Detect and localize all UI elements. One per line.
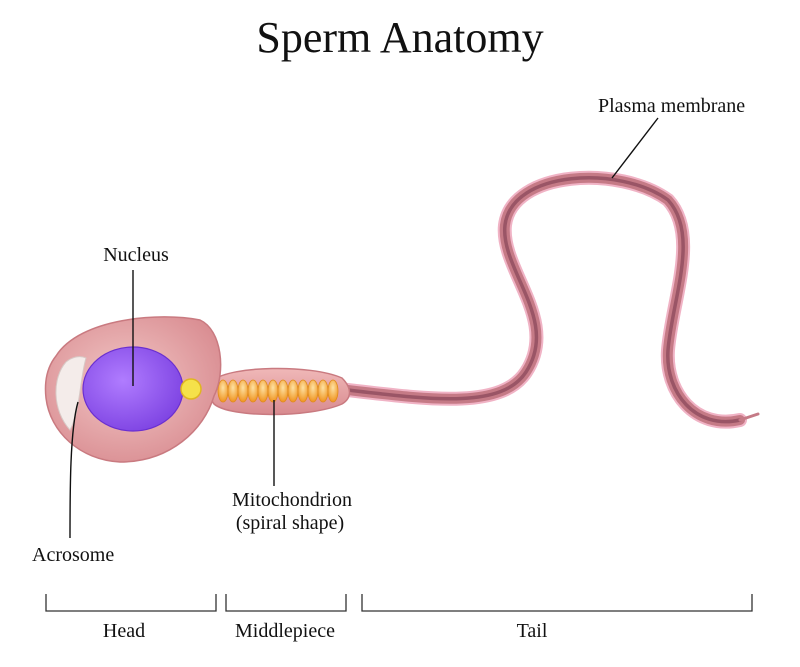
mitochondrion-label: Mitochondrion: [232, 489, 352, 511]
mitochondrion-sublabel: (spiral shape): [236, 512, 344, 534]
middlepiece-region-label: Middlepiece: [235, 620, 335, 642]
mitochondria-coil: [217, 379, 339, 403]
tail-bracket: [361, 594, 753, 612]
head-region-label: Head: [103, 620, 145, 642]
middlepiece: [208, 367, 351, 416]
nucleus-label: Nucleus: [103, 244, 169, 266]
plasma-membrane-label: Plasma membrane: [598, 95, 745, 117]
middlepiece-bracket: [225, 594, 347, 612]
head-bracket: [45, 594, 217, 612]
diagram-title: Sperm Anatomy: [256, 13, 544, 62]
head: [44, 316, 222, 463]
acrosome-label: Acrosome: [32, 544, 114, 566]
plasma-membrane-leader: [611, 117, 659, 179]
tail-region-label: Tail: [517, 620, 548, 642]
acrosome-leader: [69, 401, 79, 539]
centriole-shape: [180, 378, 202, 400]
tail: [323, 170, 760, 429]
acrosome-shape: [55, 356, 87, 431]
